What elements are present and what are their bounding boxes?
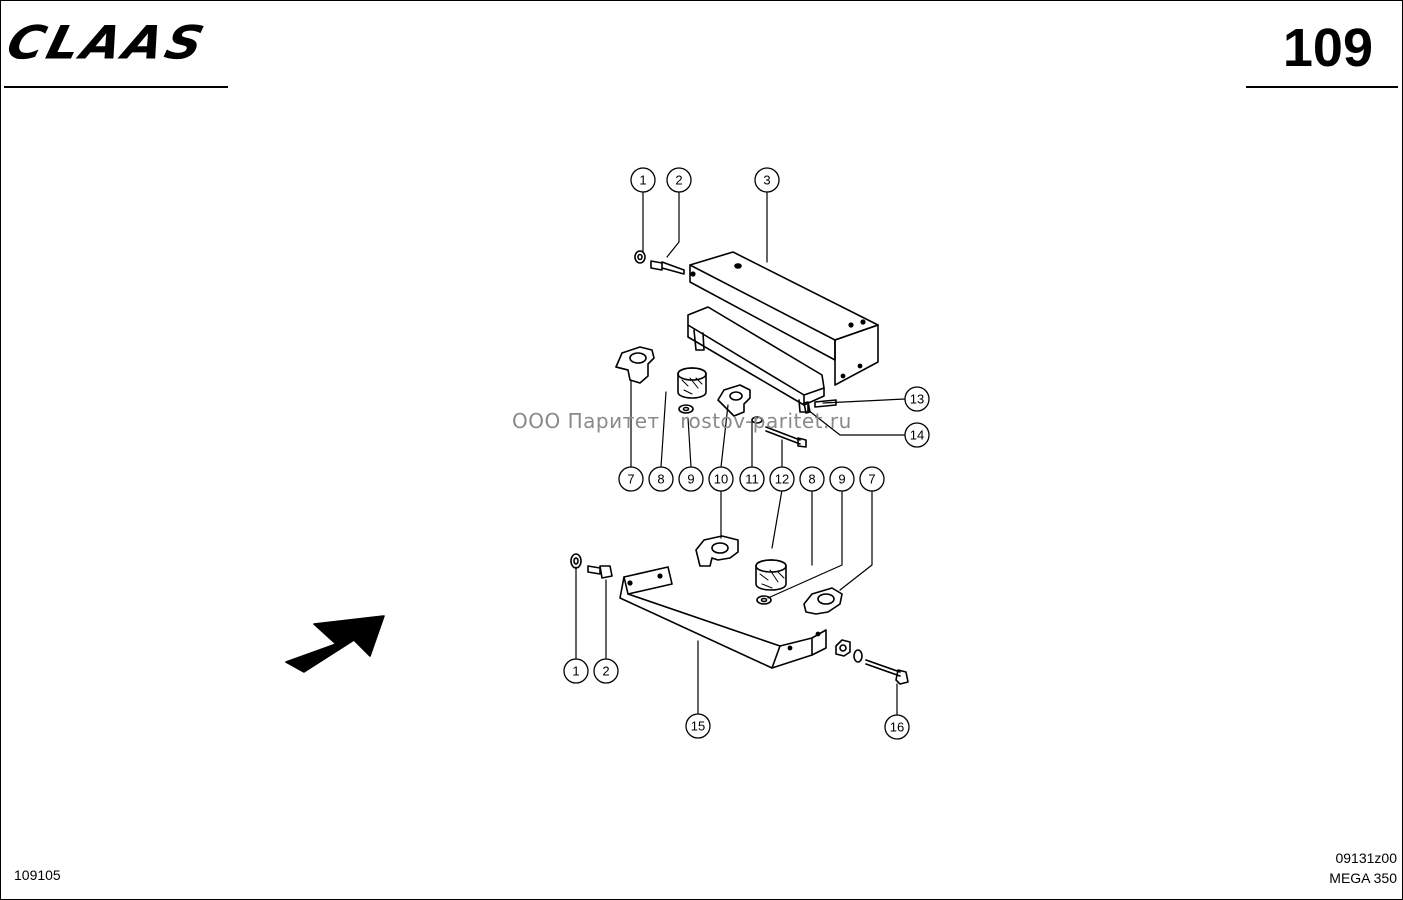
bolt-16 bbox=[865, 659, 909, 685]
callout-8-lower: 8 bbox=[799, 466, 825, 492]
callout-9-upper: 9 bbox=[678, 466, 704, 492]
rubber-buffer-upper bbox=[677, 367, 707, 399]
svg-text:1: 1 bbox=[639, 173, 646, 188]
svg-text:2: 2 bbox=[675, 173, 682, 188]
callout-12: 12 bbox=[769, 466, 795, 492]
clamp-upper-right bbox=[717, 384, 751, 417]
svg-text:9: 9 bbox=[838, 472, 845, 487]
callout-8-upper: 8 bbox=[648, 466, 674, 492]
lower-bracket-part bbox=[619, 566, 827, 669]
washer-upper bbox=[678, 404, 694, 414]
clamp-lower-right bbox=[803, 587, 843, 615]
callout-1-bottom: 1 bbox=[563, 658, 589, 684]
svg-text:7: 7 bbox=[627, 472, 634, 487]
clamp-lower-middle bbox=[695, 535, 739, 567]
callout-3: 3 bbox=[754, 167, 780, 193]
page-number: 109 bbox=[1282, 18, 1373, 78]
svg-text:12: 12 bbox=[775, 472, 789, 487]
callout-7-lower: 7 bbox=[859, 466, 885, 492]
svg-text:14: 14 bbox=[910, 428, 924, 443]
footer-right-block: 09131z00 MEGA 350 bbox=[1329, 848, 1397, 888]
nut-lower-right bbox=[835, 639, 851, 657]
svg-text:8: 8 bbox=[808, 472, 815, 487]
upper-cover-part bbox=[689, 251, 879, 386]
svg-text:13: 13 bbox=[910, 392, 924, 407]
washer-lower-left bbox=[570, 553, 582, 569]
pin-14 bbox=[803, 401, 811, 414]
footer-model: MEGA 350 bbox=[1329, 870, 1397, 886]
rubber-buffer-lower bbox=[755, 559, 787, 591]
footer-page-code: 109105 bbox=[14, 867, 61, 883]
svg-text:3: 3 bbox=[763, 173, 770, 188]
watermark: ООО Паритет rostov-paritet.ru bbox=[512, 409, 852, 433]
footer-drawing-code: 09131z00 bbox=[1335, 850, 1397, 866]
svg-text:1: 1 bbox=[572, 664, 579, 679]
callout-2-bottom: 2 bbox=[593, 658, 619, 684]
clamp-upper-left bbox=[615, 346, 655, 384]
svg-text:8: 8 bbox=[657, 472, 664, 487]
direction-arrow bbox=[285, 615, 385, 673]
svg-text:2: 2 bbox=[602, 664, 609, 679]
svg-text:16: 16 bbox=[890, 720, 904, 735]
washer-lower bbox=[756, 595, 772, 605]
callout-9-lower: 9 bbox=[829, 466, 855, 492]
logo-underline bbox=[4, 86, 228, 88]
callout-11: 11 bbox=[739, 466, 765, 492]
svg-text:7: 7 bbox=[868, 472, 875, 487]
watermark-site: rostov-paritet.ru bbox=[680, 409, 852, 433]
washer-11 bbox=[751, 416, 763, 424]
svg-text:11: 11 bbox=[745, 472, 759, 487]
callout-2-top: 2 bbox=[666, 167, 692, 193]
callout-1-top: 1 bbox=[630, 167, 656, 193]
leader-lines bbox=[575, 191, 906, 716]
svg-text:10: 10 bbox=[714, 472, 728, 487]
page-number-underline bbox=[1246, 86, 1398, 88]
callout-7-upper: 7 bbox=[618, 466, 644, 492]
bolt-lower-left bbox=[587, 565, 613, 579]
bolt-upper-left bbox=[650, 260, 685, 275]
svg-text:9: 9 bbox=[687, 472, 694, 487]
callout-16: 16 bbox=[884, 714, 910, 740]
bracket-part bbox=[687, 306, 825, 413]
callouts: 1 2 3 13 14 7 8 9 10 11 12 8 9 7 1 2 15 … bbox=[563, 167, 930, 740]
callout-13: 13 bbox=[904, 386, 930, 412]
pin-13 bbox=[814, 399, 837, 408]
washer-upper-left bbox=[634, 250, 646, 264]
callout-14: 14 bbox=[904, 422, 930, 448]
washer-lower-right bbox=[853, 649, 863, 663]
watermark-company: ООО Паритет bbox=[512, 409, 660, 433]
svg-text:15: 15 bbox=[691, 719, 705, 734]
bolt-12 bbox=[765, 426, 807, 448]
callout-10: 10 bbox=[708, 466, 734, 492]
callout-15: 15 bbox=[685, 713, 711, 739]
